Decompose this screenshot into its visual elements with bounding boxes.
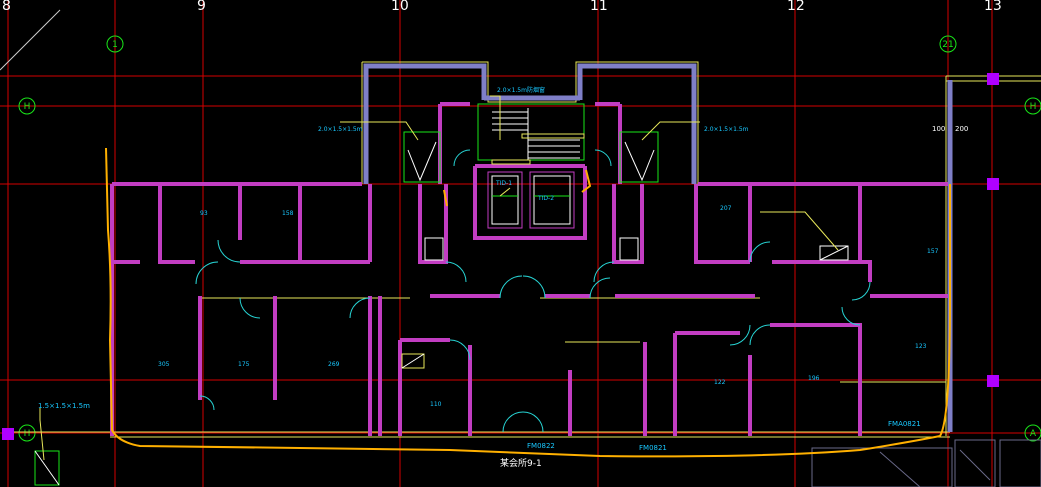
door-tag-fma0821: FMA0821 (888, 420, 921, 428)
axis-number-9: 9 (197, 0, 206, 14)
grid-bubbles (18, 35, 1041, 442)
plan-title: 某会所9-1 (500, 457, 542, 469)
dimension-200: 200 (955, 125, 968, 133)
lift-label-1: TID-1 (495, 180, 512, 187)
axis-number-8: 8 (2, 0, 11, 14)
walls (110, 102, 948, 436)
room-tag-196: 196 (808, 375, 820, 382)
adjacent-building (811, 439, 1041, 487)
room-tag-157: 157 (927, 248, 939, 255)
markup-cloud (105, 147, 951, 458)
bubble-label-h-bottom: H (24, 429, 31, 439)
bubble-label-21: 21 (942, 40, 953, 50)
bubble-label-a: A (1030, 429, 1037, 439)
room-tag-122: 122 (714, 379, 726, 386)
axis-number-11: 11 (590, 0, 608, 14)
diagonal-construction-line (0, 9, 61, 71)
door-tag-fm0822: FM0822 (527, 442, 555, 450)
duct-shafts (34, 131, 849, 486)
callout-top-left: 2.0×1.5×1.5m (318, 126, 363, 133)
door-tag-fm0821: FM0821 (639, 444, 667, 452)
grid-bubble-a (1024, 424, 1041, 442)
bubble-label-1: 1 (112, 40, 118, 50)
room-tag-123: 123 (915, 343, 927, 350)
room-tag-158: 158 (282, 210, 294, 217)
room-tag-175: 175 (238, 361, 250, 368)
core-walls (363, 63, 953, 432)
stair (477, 103, 585, 165)
structural-columns (2, 73, 999, 440)
dimension-100: 100 (932, 125, 945, 133)
callout-top-right: 2.0×1.5×1.5m (704, 126, 749, 133)
room-tag-110: 110 (430, 401, 442, 408)
bubble-label-h-left: H (24, 102, 31, 112)
grid-bubble-21 (939, 35, 957, 53)
room-tag-305: 305 (158, 361, 170, 368)
grid-bubble-1 (106, 35, 124, 53)
axis-number-12: 12 (787, 0, 805, 14)
room-tag-269: 269 (328, 361, 340, 368)
room-tag-93: 93 (200, 210, 208, 217)
room-tag-207: 207 (720, 205, 732, 212)
axis-number-10: 10 (391, 0, 409, 14)
elevator-shafts (487, 171, 575, 229)
top-axis-numbers: 8 9 10 11 12 13 (2, 0, 1002, 14)
axis-number-13: 13 (984, 0, 1002, 14)
lift-label-2: TID-2 (537, 195, 554, 202)
leader-lines (39, 95, 839, 461)
callout-bottom-left: 1.5×1.5×1.5m (38, 402, 90, 410)
callout-top-center: 2.0×1.5m防烟窗 (497, 86, 545, 94)
door-swings (195, 149, 871, 433)
grid-bubble-h-bottom (18, 424, 36, 442)
bubble-label-h-right: H (1030, 102, 1037, 112)
grid-bubble-h-right (1024, 97, 1041, 115)
grid-bubble-h-left (18, 97, 36, 115)
